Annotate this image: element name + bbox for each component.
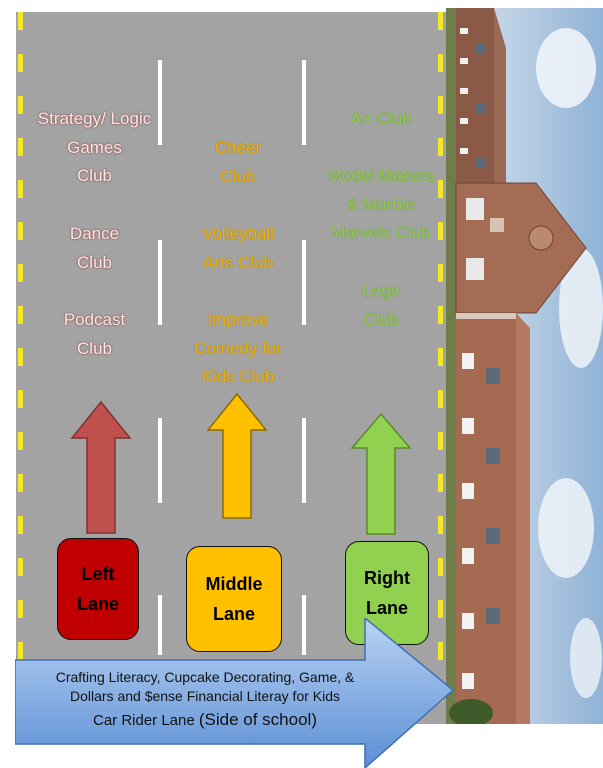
club-cheer: Cheer Club [214,138,262,186]
lane-divider-dash [302,60,306,145]
lane-divider-dash [158,60,162,145]
lane-divider-dash [158,418,162,503]
club-model-makers-marble-marvels: Model Makers & Marble Marvels Club [327,166,435,242]
lane-divider-dash [302,595,306,655]
left-lane-box: Left Lane [57,538,139,640]
road-edge-line-left [18,12,23,724]
lane-divider-dash [302,240,306,325]
club-strategy-logic-games: Strategy/ Logic Games Club [37,109,152,185]
car-rider-lane-title: Car Rider Lane (Side of school) [20,709,390,732]
lane-divider-dash [158,240,162,325]
middle-lane-up-arrow-icon [206,392,268,519]
car-rider-lane-arrow-banner [15,618,455,768]
club-podcast: Podcast Club [63,310,126,358]
middle-lane-box: Middle Lane [186,546,282,652]
club-volleyball-arts: Volleyball Arts Club [202,224,274,272]
school-building-photo [446,8,603,724]
right-lane-up-arrow-icon [350,412,412,535]
lane-divider-dash [158,595,162,655]
club-art: Art Club [350,109,412,128]
car-rider-side-of-school: (Side of school) [198,710,317,729]
club-lego: Lego Club [362,281,400,329]
car-rider-lane-label: Car Rider Lane [92,712,199,729]
club-improve-comedy: Improve Comedy for Kids Club [194,310,282,386]
left-lane-up-arrow-icon [70,400,132,534]
lane-divider-dash [302,418,306,503]
road-edge-line-right [438,12,443,724]
club-dance: Dance Club [69,224,120,272]
car-rider-clubs-line-2: Dollars and $ense Financial Literay for … [69,688,341,704]
car-rider-clubs-line-1: Crafting Literacy, Cupcake Decorating, G… [55,669,355,685]
